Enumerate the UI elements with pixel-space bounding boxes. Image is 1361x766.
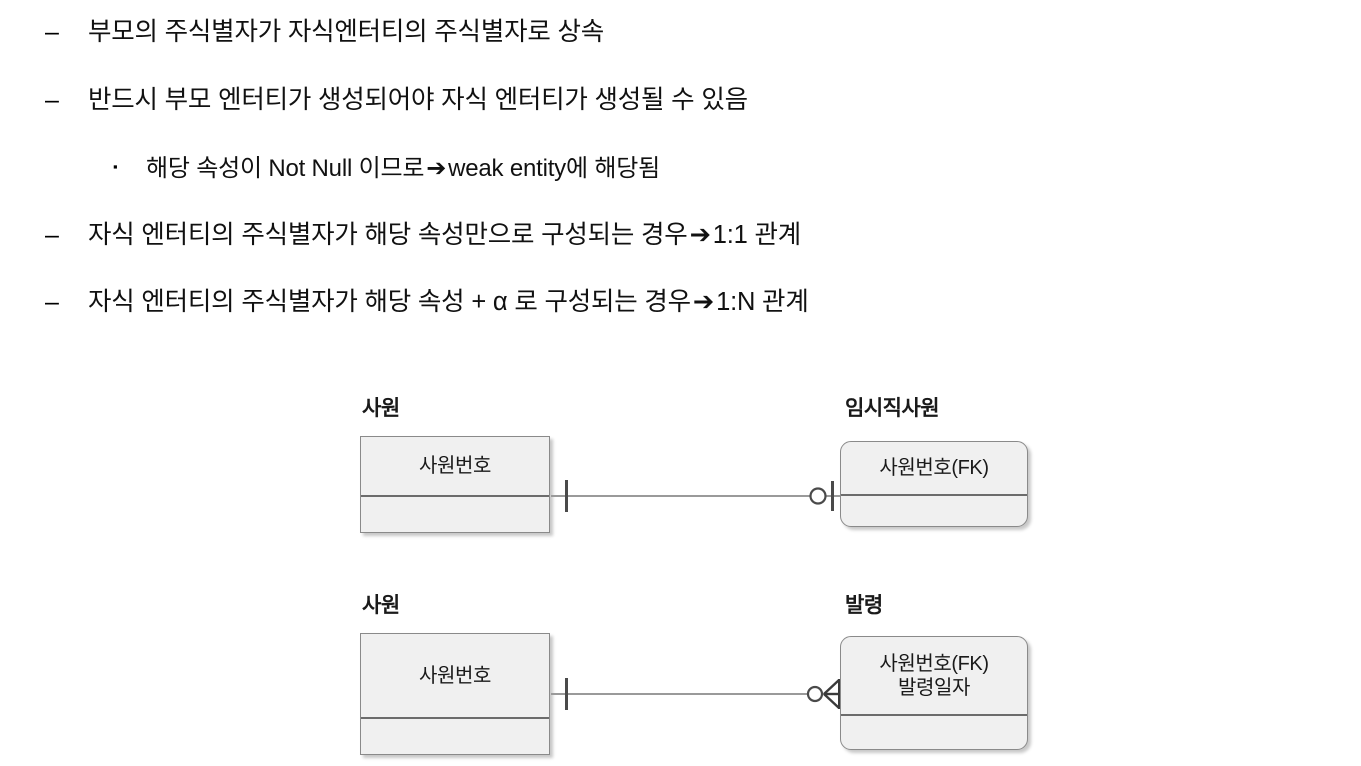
bullet-text-4-before: 자식 엔터티의 주식별자가 해당 속성만으로 구성되는 경우 xyxy=(88,221,688,249)
bullet-item-5: – 자식 엔터티의 주식별자가 해당 속성 + α 로 구성되는 경우 ➔ 1:… xyxy=(45,288,809,316)
entity-box-임시직사원: 사원번호(FK) xyxy=(840,441,1028,527)
relationship-line-2 xyxy=(551,693,843,695)
entity-attribute: 사원번호 xyxy=(419,455,491,478)
dash-bullet-icon: – xyxy=(45,221,59,249)
bullet-text-5-after: 1:N 관계 xyxy=(716,288,809,316)
entity-title-right-2: 발령 xyxy=(845,594,883,617)
bullet-item-3: ▪ 해당 속성이 Not Null 이므로 ➔ weak entity에 해당됨 xyxy=(113,157,660,181)
entity-attributes-section: 사원번호(FK) 발령일자 xyxy=(841,637,1027,716)
entity-body-section xyxy=(841,496,1027,526)
dash-bullet-icon: – xyxy=(45,18,59,46)
entity-attributes-section: 사원번호 xyxy=(361,437,549,497)
bullet-text-2: 반드시 부모 엔터티가 생성되어야 자식 엔터티가 생성될 수 있음 xyxy=(88,86,748,114)
bullet-text-3-after: weak entity에 해당됨 xyxy=(448,155,660,182)
entity-body-section xyxy=(841,716,1027,749)
arrow-right-icon: ➔ xyxy=(426,155,447,182)
entity-title-left-2: 사원 xyxy=(362,594,400,617)
entity-attribute: 사원번호(FK) xyxy=(879,653,989,676)
entity-attribute: 사원번호 xyxy=(419,664,491,687)
arrow-right-icon: ➔ xyxy=(692,288,715,316)
entity-box-사원-1: 사원번호 xyxy=(360,436,550,533)
entity-attributes-section: 사원번호 xyxy=(361,634,549,719)
entity-title-left-1: 사원 xyxy=(362,397,400,420)
entity-box-발령: 사원번호(FK) 발령일자 xyxy=(840,636,1028,750)
cardinality-zero-or-many-right-2 xyxy=(805,676,845,712)
dash-bullet-icon: – xyxy=(45,288,59,316)
bullet-text-3-before: 해당 속성이 Not Null 이므로 xyxy=(146,155,425,182)
bullet-text-4-after: 1:1 관계 xyxy=(712,221,801,249)
bullet-item-1: – 부모의 주식별자가 자식엔터티의 주식별자로 상속 xyxy=(45,18,604,46)
relationship-line-1 xyxy=(551,495,841,497)
cardinality-one-left-2 xyxy=(561,678,573,710)
square-bullet-icon: ▪ xyxy=(113,159,118,174)
dash-bullet-icon: – xyxy=(45,86,59,114)
cardinality-zero-or-one-right-1 xyxy=(807,480,843,512)
entity-body-section xyxy=(361,719,549,754)
bullet-text-5-before: 자식 엔터티의 주식별자가 해당 속성 + α 로 구성되는 경우 xyxy=(88,288,691,316)
bullet-text-1: 부모의 주식별자가 자식엔터티의 주식별자로 상속 xyxy=(88,18,604,46)
entity-box-사원-2: 사원번호 xyxy=(360,633,550,755)
entity-attributes-section: 사원번호(FK) xyxy=(841,442,1027,496)
entity-attribute: 발령일자 xyxy=(898,676,970,699)
arrow-right-icon: ➔ xyxy=(689,221,711,249)
bullet-item-4: – 자식 엔터티의 주식별자가 해당 속성만으로 구성되는 경우 ➔ 1:1 관… xyxy=(45,221,801,249)
bullet-item-2: – 반드시 부모 엔터티가 생성되어야 자식 엔터티가 생성될 수 있음 xyxy=(45,86,748,114)
entity-attribute: 사원번호(FK) xyxy=(879,457,989,480)
cardinality-one-left-1 xyxy=(561,480,573,512)
entity-title-right-1: 임시직사원 xyxy=(845,397,940,420)
entity-body-section xyxy=(361,497,549,532)
